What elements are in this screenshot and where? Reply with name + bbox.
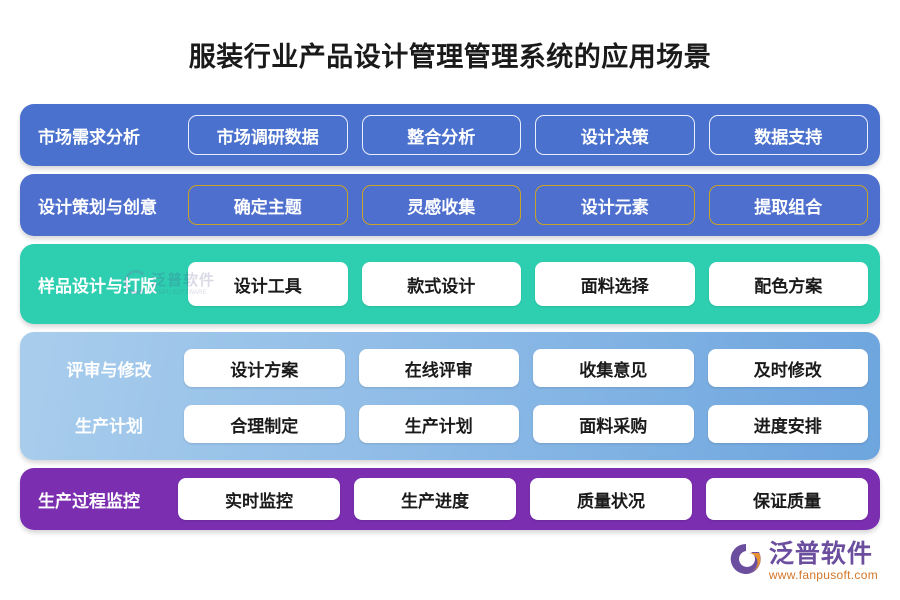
- pill-row: 合理制定 生产计划 面料采购 进度安排: [184, 396, 868, 452]
- band-sample-design-patternmaking: 样品设计与打版 设计工具 款式设计 面料选择 配色方案 泛普软件 FANPU S…: [20, 244, 880, 324]
- pill-timely-revision[interactable]: 及时修改: [707, 349, 868, 387]
- pill-row: 市场调研数据 整合分析 设计决策 数据支持: [188, 104, 868, 166]
- pill-data-support[interactable]: 数据支持: [708, 115, 868, 155]
- band-review-and-production-plan: 评审与修改 设计方案 在线评审 收集意见 及时修改 生产计划 合理制定 生产计划…: [20, 332, 880, 460]
- pill-design-elements[interactable]: 设计元素: [535, 185, 695, 225]
- pill-production-progress[interactable]: 生产进度: [354, 478, 516, 520]
- logo-website-url: www.fanpusoft.com: [768, 568, 878, 582]
- pill-inspiration-collection[interactable]: 灵感收集: [361, 185, 521, 225]
- pill-determine-theme[interactable]: 确定主题: [188, 185, 348, 225]
- band-label-production-plan: 生产计划: [75, 416, 143, 436]
- pill-row: 设计方案 在线评审 收集意见 及时修改: [184, 340, 868, 396]
- pill-collect-feedback[interactable]: 收集意见: [533, 349, 694, 387]
- pill-reasonable-formulation[interactable]: 合理制定: [184, 405, 345, 443]
- pill-design-proposal[interactable]: 设计方案: [184, 349, 345, 387]
- pill-production-plan[interactable]: 生产计划: [358, 405, 519, 443]
- pill-row: 确定主题 灵感收集 设计元素 提取组合: [188, 174, 868, 236]
- pill-design-decision[interactable]: 设计决策: [535, 115, 695, 155]
- pill-color-scheme[interactable]: 配色方案: [708, 262, 868, 306]
- pill-integrated-analysis[interactable]: 整合分析: [361, 115, 521, 155]
- pill-row: 设计工具 款式设计 面料选择 配色方案: [188, 244, 868, 324]
- band-label-production-process-monitoring: 生产过程监控: [38, 491, 140, 511]
- pill-extract-combination[interactable]: 提取组合: [708, 185, 868, 225]
- band-production-process-monitoring: 生产过程监控 实时监控 生产进度 质量状况 保证质量: [20, 468, 880, 530]
- band-label-design-planning-creativity: 设计策划与创意: [38, 197, 157, 217]
- band-market-demand-analysis: 市场需求分析 市场调研数据 整合分析 设计决策 数据支持: [20, 104, 880, 166]
- pill-style-design[interactable]: 款式设计: [361, 262, 521, 306]
- bands-container: 市场需求分析 市场调研数据 整合分析 设计决策 数据支持 设计策划与创意 确定主…: [20, 104, 880, 530]
- pill-fabric-procurement[interactable]: 面料采购: [533, 405, 694, 443]
- band-label-market-demand-analysis: 市场需求分析: [38, 127, 140, 147]
- logo-company-name: 泛普软件: [768, 540, 873, 568]
- pill-realtime-monitoring[interactable]: 实时监控: [178, 478, 340, 520]
- pill-row: 实时监控 生产进度 质量状况 保证质量: [178, 468, 868, 530]
- pill-quality-status[interactable]: 质量状况: [530, 478, 692, 520]
- logo-text-wrap: 泛普软件 www.fanpusoft.com: [769, 540, 878, 583]
- band-label-review-and-revision: 评审与修改: [66, 360, 152, 380]
- pill-schedule-arrangement[interactable]: 进度安排: [707, 405, 868, 443]
- pill-fabric-selection[interactable]: 面料选择: [535, 262, 695, 306]
- pill-quality-assurance[interactable]: 保证质量: [706, 478, 868, 520]
- lightblue-row-production-plan: 生产计划 合理制定 生产计划 面料采购 进度安排: [34, 396, 868, 452]
- fanpu-swoosh-icon: [729, 542, 763, 576]
- band-design-planning-creativity: 设计策划与创意 确定主题 灵感收集 设计元素 提取组合: [20, 174, 880, 236]
- brand-logo: 泛普软件 www.fanpusoft.com: [729, 540, 878, 586]
- lightblue-row-review: 评审与修改 设计方案 在线评审 收集意见 及时修改: [34, 340, 868, 396]
- pill-design-tools[interactable]: 设计工具: [188, 262, 348, 306]
- band-label-sample-design-patternmaking: 样品设计与打版: [38, 276, 157, 296]
- page-title: 服装行业产品设计管理管理系统的应用场景: [188, 42, 712, 72]
- pill-market-research-data[interactable]: 市场调研数据: [188, 115, 348, 155]
- pill-online-review[interactable]: 在线评审: [358, 349, 519, 387]
